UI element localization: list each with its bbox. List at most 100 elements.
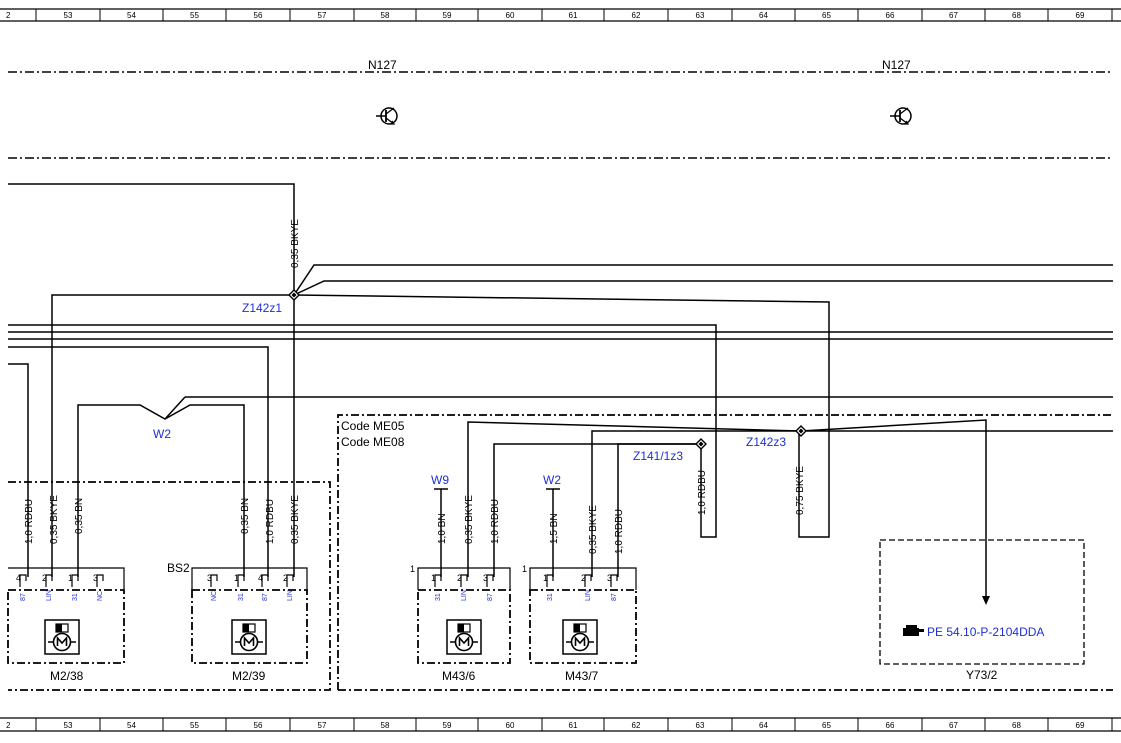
ruler-column-label: 68 <box>1012 721 1021 730</box>
pin-number: 1 <box>431 573 436 583</box>
wire-label: 0,35 BKYE <box>588 505 599 554</box>
pin-label: LIN <box>585 590 592 601</box>
wire-label: 1,0 RDBU <box>614 509 625 554</box>
band-label-right: N127 <box>882 58 911 72</box>
z141-link[interactable]: Z141/1z3 <box>633 449 683 463</box>
pin-number: 3 <box>483 573 488 583</box>
pin-label: 87 <box>611 593 618 601</box>
ruler-column-label: 60 <box>506 11 515 20</box>
ruler-column-label: 63 <box>696 11 705 20</box>
motor-icon <box>562 619 598 655</box>
pin-number: 2 <box>42 573 47 583</box>
ruler-column-label: 53 <box>64 721 73 730</box>
pin-number: 3 <box>207 573 212 583</box>
junction-z142z3 <box>795 425 807 437</box>
ruler-column-label: 58 <box>381 11 390 20</box>
wire-labels: 0,35 BKYE 1,0 RDBU 0,35 BKYE 0,35 BN 0,3… <box>24 219 806 554</box>
ruler-column-label: 61 <box>569 721 578 730</box>
pin-label: 31 <box>435 593 442 601</box>
pin-annotations: 4872LIN1313NC3NC1314872LIN1312LIN3871312… <box>16 573 618 601</box>
ruler-column-label: 56 <box>254 721 263 730</box>
wire-label: 0,35 BKYE <box>290 495 301 544</box>
ruler-column-label: 58 <box>381 721 390 730</box>
motor-icon <box>231 619 267 655</box>
ruler-column-label: 67 <box>949 11 958 20</box>
component-m2-38[interactable]: M2/38 <box>7 567 125 683</box>
z142z3-link[interactable]: Z142z3 <box>746 435 786 449</box>
ruler-column-label: 54 <box>127 11 136 20</box>
wire-label: 0,35 BN <box>240 498 251 534</box>
pin-label: LIN <box>287 590 294 601</box>
band-label-left: N127 <box>368 58 397 72</box>
pin-number: 1 <box>543 573 548 583</box>
component-name: M2/39 <box>232 669 266 683</box>
component-name: M2/38 <box>50 669 84 683</box>
code-line-2: Code ME08 <box>341 435 405 449</box>
pin-label: 31 <box>238 593 245 601</box>
pin-number: 4 <box>258 573 263 583</box>
wire-label: 1,0 RDBU <box>24 499 35 544</box>
ruler-column-label: 66 <box>886 11 895 20</box>
pin-number: 1 <box>234 573 239 583</box>
ruler-column-label: 65 <box>822 721 831 730</box>
component-m43-6[interactable]: 1 M43/6 <box>410 564 511 683</box>
code-line-1: Code ME05 <box>341 419 405 433</box>
pin-label: 87 <box>262 593 269 601</box>
junction-z141 <box>695 438 707 450</box>
ruler-column-label: 60 <box>506 721 515 730</box>
ruler-column-label: 2 <box>6 721 11 730</box>
pin-label: 31 <box>547 593 554 601</box>
pin-label: NC <box>211 591 218 601</box>
wire-label: 1,0 RDBU <box>697 470 708 515</box>
ruler-column-label: 55 <box>190 721 199 730</box>
pin-label: NC <box>97 591 104 601</box>
ruler-column-label: 59 <box>443 11 452 20</box>
pin-number: 3 <box>607 573 612 583</box>
ruler-column-label: 57 <box>318 11 327 20</box>
w2-left-link[interactable]: W2 <box>153 427 171 441</box>
ruler-column-label: 55 <box>190 11 199 20</box>
pin-label: 87 <box>487 593 494 601</box>
ruler-column-label: 67 <box>949 721 958 730</box>
component-ref: 1 <box>522 564 527 574</box>
component-name: M43/6 <box>442 669 476 683</box>
motor-icon <box>446 619 482 655</box>
reference-link[interactable]: PE 54.10-P-2104DDA <box>903 625 1044 639</box>
ruler-column-label: 65 <box>822 11 831 20</box>
pointing-hand-icon <box>903 625 924 636</box>
wires <box>8 183 1113 605</box>
component-y73-2: Y73/2 <box>879 539 1085 682</box>
ruler-column-label: 64 <box>759 721 768 730</box>
component-prefix: BS2 <box>167 561 190 575</box>
reference-text[interactable]: PE 54.10-P-2104DDA <box>927 625 1044 639</box>
pin-label: LIN <box>461 590 468 601</box>
pin-label: LIN <box>46 590 53 601</box>
pin-label: 87 <box>20 593 27 601</box>
wire-label: 1,0 RDBU <box>490 499 501 544</box>
junction-z142z1 <box>288 289 300 301</box>
w2-right-link[interactable]: W2 <box>543 473 561 487</box>
component-m43-7[interactable]: 1 M43/7 <box>522 564 637 683</box>
pin-number: 1 <box>68 573 73 583</box>
transistor-icon <box>889 107 912 125</box>
wire-label: 1,0 BN <box>437 513 448 544</box>
w9-link[interactable]: W9 <box>431 473 449 487</box>
wire-label: 0,35 BN <box>74 498 85 534</box>
ruler-column-label: 61 <box>569 11 578 20</box>
ruler-column-label: 63 <box>696 721 705 730</box>
ruler-column-label: 64 <box>759 11 768 20</box>
ruler-column-label: 68 <box>1012 11 1021 20</box>
ruler-column-label: 62 <box>632 721 641 730</box>
motor-icon <box>44 619 80 655</box>
pin-number: 2 <box>457 573 462 583</box>
ruler-column-label: 56 <box>254 11 263 20</box>
component-m2-39[interactable]: BS2 M2/39 <box>167 561 308 683</box>
pin-number: 4 <box>16 573 21 583</box>
pin-label: 31 <box>72 593 79 601</box>
ruler-column-label: 69 <box>1076 11 1085 20</box>
ruler-column-label: 53 <box>64 11 73 20</box>
z142z1-link[interactable]: Z142z1 <box>242 301 282 315</box>
